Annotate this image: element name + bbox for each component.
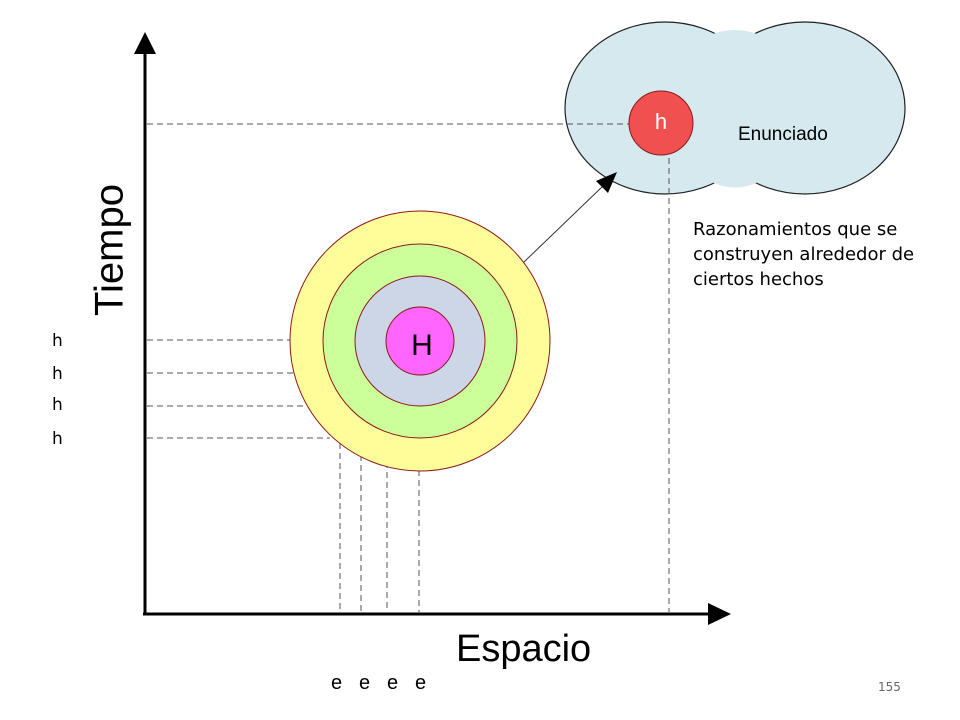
center-label: H <box>411 329 433 362</box>
y-tick-label: h <box>52 429 63 449</box>
y-axis-label: Tiempo <box>87 184 132 316</box>
connector-arrow <box>523 172 617 263</box>
statement-label: Enunciado <box>738 124 828 145</box>
y-tick-label: h <box>52 331 63 351</box>
y-tick-label: h <box>52 364 63 384</box>
concentric-rings <box>289 210 551 472</box>
statement-cloud <box>564 21 906 195</box>
statement-point-label: h <box>654 109 668 134</box>
x-axis-label: Espacio <box>456 628 592 670</box>
x-tick-label: e <box>359 672 371 694</box>
axes <box>134 32 731 625</box>
x-tick-label: e <box>331 672 343 694</box>
description-text: Razonamientos que se construyen alrededo… <box>693 219 915 290</box>
y-axis-arrowhead <box>134 32 156 54</box>
x-tick-label: e <box>415 672 427 694</box>
core-circle <box>385 306 455 376</box>
x-axis-arrowhead <box>708 603 731 625</box>
x-tick-label: e <box>387 672 399 694</box>
y-tick-label: h <box>52 395 63 415</box>
guide-lines <box>147 123 670 612</box>
statement-point <box>628 90 694 156</box>
page-number: 155 <box>878 680 901 694</box>
